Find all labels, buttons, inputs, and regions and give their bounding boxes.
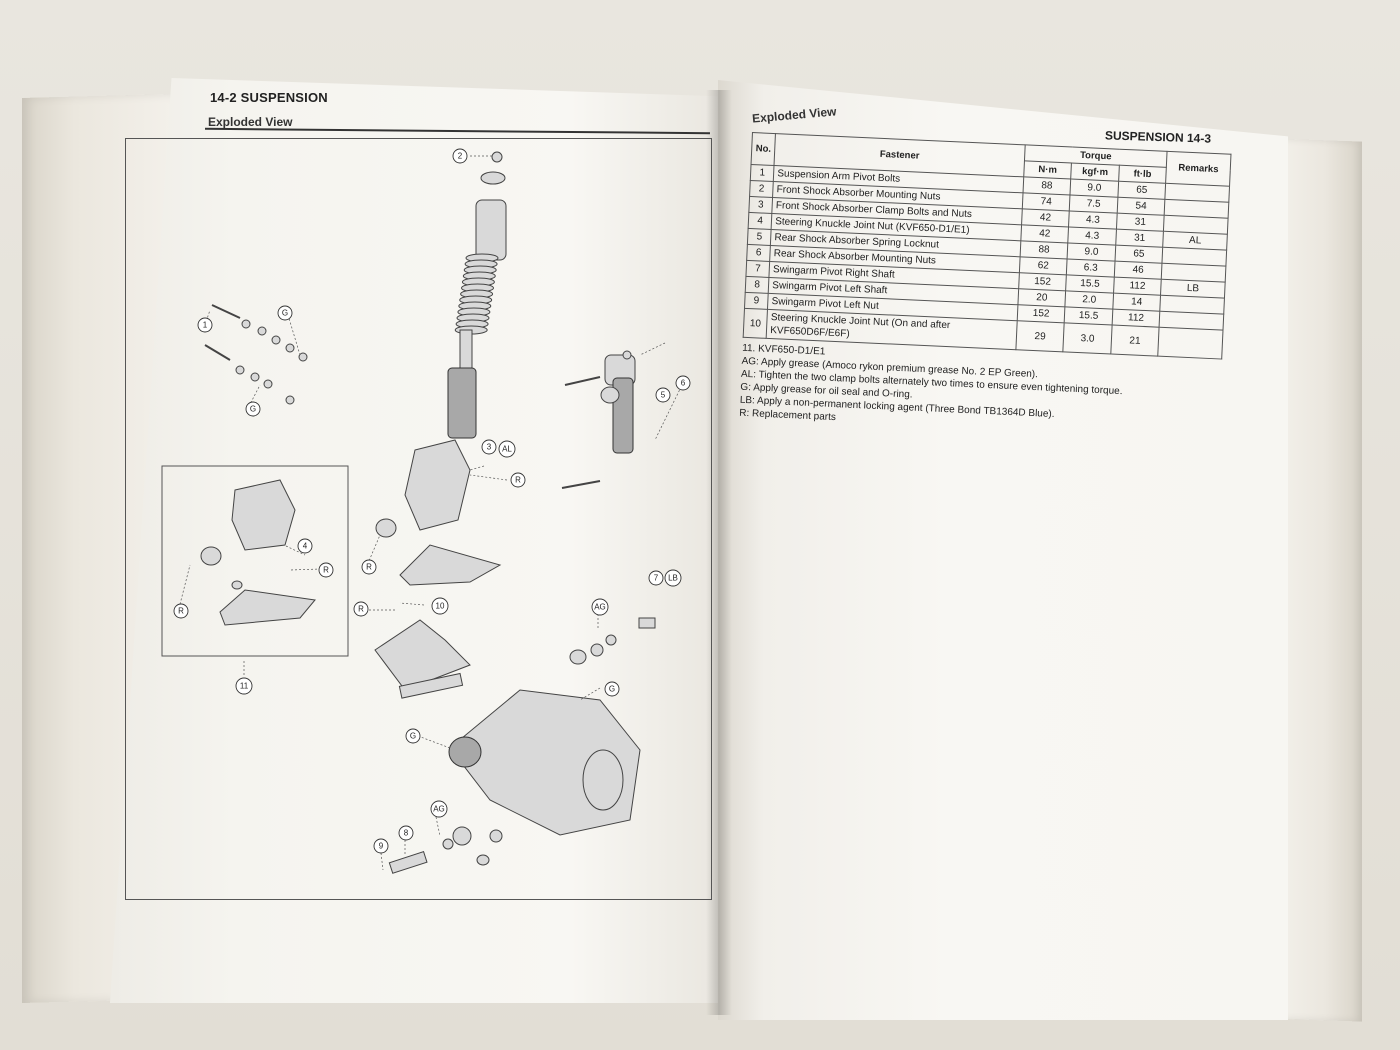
cell-no: 7 bbox=[745, 260, 770, 278]
fastener-torque-table-block: No. Fastener Torque Remarks N·m kgf·m ft… bbox=[739, 132, 1232, 441]
callout-marker: R bbox=[510, 472, 526, 488]
callout-label: G bbox=[250, 405, 256, 414]
callout-label: 2 bbox=[458, 152, 463, 161]
left-subtitle: Exploded View bbox=[208, 115, 293, 129]
callout-marker: 1 bbox=[197, 317, 213, 333]
callout-marker: G bbox=[245, 401, 261, 417]
callout-label: 5 bbox=[661, 391, 666, 400]
callout-label: R bbox=[323, 566, 329, 575]
callout-marker: G bbox=[405, 728, 421, 744]
inset-knuckle bbox=[200, 479, 316, 626]
callout-label: AL bbox=[502, 445, 512, 454]
callout-label: R bbox=[515, 476, 521, 485]
callout-label: R bbox=[358, 605, 364, 614]
callout-marker: AG bbox=[430, 800, 448, 818]
callout-marker: R bbox=[353, 601, 369, 617]
pivot-bolt-group bbox=[204, 304, 308, 405]
callout-label: 6 bbox=[681, 379, 686, 388]
front-shock-spring bbox=[454, 253, 499, 335]
callout-label: 8 bbox=[404, 829, 409, 838]
callout-marker: R bbox=[318, 562, 334, 578]
callout-label: G bbox=[609, 685, 615, 694]
callout-marker: 10 bbox=[431, 597, 449, 615]
callout-label: 1 bbox=[203, 321, 208, 330]
callout-label: 11 bbox=[240, 682, 249, 691]
cell-remarks bbox=[1158, 327, 1223, 360]
callout-label: AG bbox=[433, 805, 445, 814]
cell-kgfm: 3.0 bbox=[1063, 322, 1112, 354]
front-shock-absorber bbox=[447, 151, 507, 439]
fastener-torque-table: No. Fastener Torque Remarks N·m kgf·m ft… bbox=[743, 132, 1232, 360]
callout-label: 10 bbox=[436, 602, 445, 611]
callout-label: AG bbox=[594, 603, 606, 612]
callout-marker: R bbox=[361, 559, 377, 575]
figure-reference-code bbox=[650, 898, 652, 904]
callout-label: G bbox=[282, 309, 288, 318]
book-gutter bbox=[706, 90, 732, 1015]
callout-label: 4 bbox=[303, 542, 308, 551]
cell-no: 2 bbox=[749, 180, 774, 198]
callout-marker: LB bbox=[664, 569, 682, 587]
cell-no: 1 bbox=[750, 164, 775, 182]
callout-marker: AL bbox=[498, 440, 516, 458]
header-no: No. bbox=[751, 132, 776, 166]
cell-ftlb: 21 bbox=[1110, 325, 1160, 357]
callout-marker: 3 bbox=[481, 439, 497, 455]
callout-label: R bbox=[366, 563, 372, 572]
cell-no: 5 bbox=[747, 228, 772, 246]
callout-marker: G bbox=[277, 305, 293, 321]
cell-nm: 29 bbox=[1015, 320, 1065, 352]
callout-label: 9 bbox=[379, 842, 384, 851]
callout-marker: 6 bbox=[675, 375, 691, 391]
callout-marker: 4 bbox=[297, 538, 313, 554]
header-remarks: Remarks bbox=[1165, 151, 1231, 187]
front-steering-knuckle bbox=[375, 439, 502, 586]
callout-marker: AG bbox=[591, 598, 609, 616]
cell-no: 10 bbox=[743, 308, 768, 339]
right-page bbox=[718, 80, 1288, 1020]
left-page bbox=[110, 78, 725, 1003]
callout-label: R bbox=[178, 607, 184, 616]
swingarm-case bbox=[388, 617, 656, 874]
callout-marker: R bbox=[173, 603, 189, 619]
cell-no: 9 bbox=[744, 292, 769, 310]
cell-no: 4 bbox=[748, 212, 773, 230]
callout-label: G bbox=[410, 732, 416, 741]
swingarm-bracket bbox=[374, 619, 471, 699]
callout-marker: 7 bbox=[648, 570, 664, 586]
callout-marker: 9 bbox=[373, 838, 389, 854]
rear-shock-absorber bbox=[561, 350, 636, 489]
left-section-title: 14-2 SUSPENSION bbox=[210, 90, 328, 105]
callout-marker: G bbox=[604, 681, 620, 697]
callout-marker: 2 bbox=[452, 148, 468, 164]
callout-label: 3 bbox=[487, 443, 492, 452]
cell-no: 6 bbox=[746, 244, 771, 262]
callout-label: LB bbox=[668, 574, 678, 583]
cell-no: 3 bbox=[748, 196, 773, 214]
callout-label: 7 bbox=[654, 574, 659, 583]
callout-marker: 5 bbox=[655, 387, 671, 403]
exploded-view-frame bbox=[125, 138, 712, 900]
callout-marker: 11 bbox=[235, 677, 253, 695]
cell-no: 8 bbox=[745, 276, 770, 294]
callout-marker: 8 bbox=[398, 825, 414, 841]
inset-frame bbox=[161, 465, 349, 657]
